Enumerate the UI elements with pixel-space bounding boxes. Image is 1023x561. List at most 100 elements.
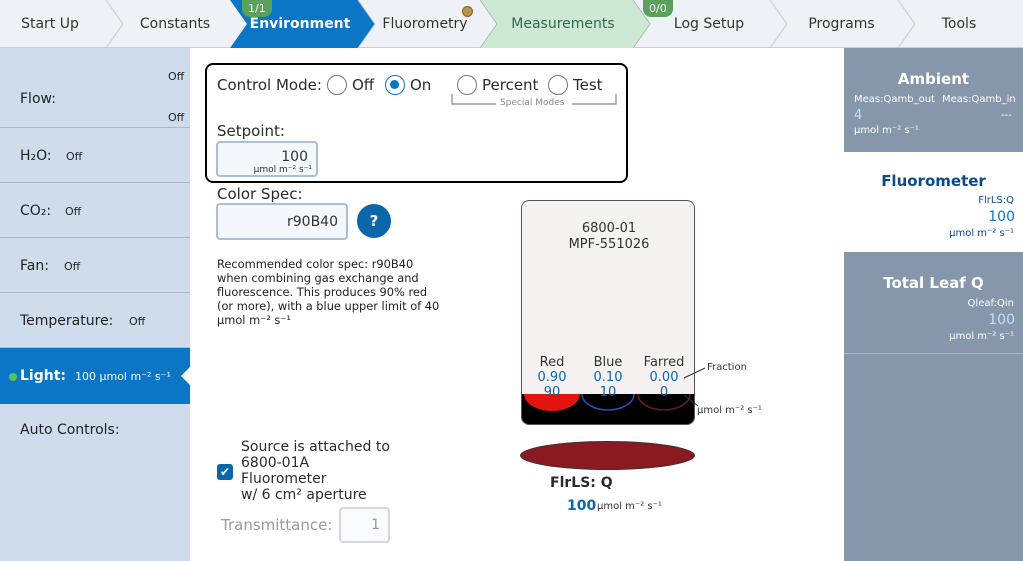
total-leaf-q-unit: µmol m⁻² s⁻¹ [949, 331, 1014, 342]
fluorometer-var: FlrLS:Q [978, 195, 1014, 206]
environment-badge: 1/1 [242, 0, 272, 17]
transmittance-field[interactable]: 1 [339, 507, 390, 543]
tab-constants[interactable]: Constants [115, 0, 235, 48]
blue-channel-name: Blue [593, 355, 623, 370]
active-indicator-dot [9, 373, 17, 381]
tab-programs[interactable]: Programs [785, 0, 898, 48]
fluorometer-value: 100 [988, 209, 1015, 225]
light-source-graphic: 6800-01 MPF-551026 Red 0.90 90 Blue 0.10… [521, 200, 695, 425]
help-icon: ? [369, 212, 379, 230]
attached-text-line2: 6800-01A [241, 455, 310, 471]
sidebar-item-fan[interactable]: Fan: Off [0, 238, 190, 293]
total-leaf-q-var: Qleaf:Qin [967, 298, 1014, 309]
setpoint-field[interactable]: 100 µmol m⁻² s⁻¹ [216, 141, 318, 177]
attached-checkbox[interactable]: ✔ [217, 464, 233, 480]
sidebar-item-label: CO₂: [20, 203, 52, 219]
radio-off-label[interactable]: Off [352, 76, 375, 94]
radio-on-label[interactable]: On [410, 76, 432, 94]
sidebar-item-temperature[interactable]: Temperature: Off [0, 293, 190, 348]
control-mode-box [205, 63, 628, 183]
emitter-lamps [524, 394, 691, 411]
fluorometry-status-dot [462, 6, 473, 17]
tab-label: Constants [139, 16, 211, 32]
tab-bar: Start Up Constants Environment 1/1 Fluor… [0, 0, 1023, 48]
sidebar-item-label: Temperature: [20, 313, 114, 329]
source-serial: MPF-551026 [568, 237, 650, 252]
flow-value-secondary: Off [168, 111, 185, 124]
fluorometer-unit: µmol m⁻² s⁻¹ [949, 228, 1014, 239]
attached-text-line3: Fluorometer [241, 471, 327, 487]
color-spec-value: r90B40 [287, 214, 338, 230]
tab-fluorometry[interactable]: Fluorometry [370, 0, 480, 48]
tab-divider [897, 0, 916, 48]
sidebar-item-label: Fan: [20, 258, 49, 274]
flow-value-primary: Off [168, 70, 185, 83]
special-modes-bracket [451, 94, 617, 105]
farred-fraction: 0.00 [649, 370, 679, 385]
tab-environment[interactable]: Environment [240, 0, 360, 48]
special-modes-label: Special Modes [500, 98, 565, 108]
fluorometer-title: Fluorometer [881, 172, 986, 190]
color-spec-field[interactable]: r90B40 [216, 203, 348, 240]
radio-test-label[interactable]: Test [573, 76, 603, 94]
farred-channel-name: Farred [643, 355, 685, 370]
total-leaf-q-card[interactable]: Total Leaf Q Qleaf:Qin 100 µmol m⁻² s⁻¹ [844, 254, 1023, 354]
ambient-out-value: 4 [854, 108, 863, 123]
setpoint-unit: µmol m⁻² s⁻¹ [253, 165, 312, 175]
flrls-q-unit: µmol m⁻² s⁻¹ [597, 501, 662, 512]
ambient-in-value: --- [1001, 110, 1012, 121]
attached-text-line1: Source is attached to [241, 439, 390, 455]
tab-divider [479, 0, 498, 48]
log-setup-badge: 0/0 [643, 0, 673, 17]
fan-value: Off [64, 260, 81, 273]
co2-value: Off [65, 205, 82, 218]
temperature-value: Off [129, 315, 146, 328]
setpoint-value: 100 [281, 149, 308, 165]
total-leaf-q-title: Total Leaf Q [883, 274, 984, 292]
tab-label: Environment [249, 16, 351, 32]
farred-value: 0 [659, 385, 669, 400]
sidebar-item-light[interactable]: Light: 100 µmol m⁻² s⁻¹ [0, 348, 190, 404]
tab-label: Tools [941, 16, 977, 32]
tab-start-up[interactable]: Start Up [0, 0, 100, 48]
ambient-unit: µmol m⁻² s⁻¹ [854, 125, 919, 136]
red-channel-name: Red [539, 355, 565, 370]
blue-emitter [581, 394, 635, 411]
h2o-value: Off [66, 150, 83, 163]
radio-percent-label[interactable]: Percent [482, 76, 539, 94]
setpoint-label: Setpoint: [217, 122, 285, 140]
tab-divider [632, 0, 651, 48]
sidebar-item-h2o[interactable]: H₂O: Off [0, 128, 190, 183]
sidebar-item-co2[interactable]: CO₂: Off [0, 183, 190, 238]
red-fraction: 0.90 [537, 370, 567, 385]
radio-off[interactable] [327, 75, 347, 95]
callout-lines [683, 367, 706, 407]
selection-notch [181, 367, 190, 385]
tab-divider [769, 0, 788, 48]
light-value: 100 µmol m⁻² s⁻¹ [75, 370, 171, 383]
color-spec-label: Color Spec: [217, 185, 303, 203]
unit-callout: µmol m⁻² s⁻¹ [697, 405, 762, 416]
tab-tools[interactable]: Tools [915, 0, 1003, 48]
radio-on[interactable] [385, 75, 405, 95]
ambient-title: Ambient [897, 70, 970, 88]
radio-percent[interactable] [457, 75, 477, 95]
sidebar-item-flow[interactable]: Flow: Off Off [0, 48, 190, 128]
source-model: 6800-01 [581, 221, 637, 236]
control-mode-label: Control Mode: [217, 76, 322, 94]
tab-measurements[interactable]: Measurements [495, 0, 631, 48]
help-button[interactable]: ? [357, 204, 391, 238]
sidebar: Flow: Off Off H₂O: Off CO₂: Off Fan: Off… [0, 48, 190, 561]
tab-log-setup[interactable]: Log Setup [650, 0, 768, 48]
transmittance-label: Transmittance: [221, 516, 333, 534]
transmittance-value: 1 [371, 517, 380, 533]
tab-divider [357, 0, 376, 48]
red-value: 90 [543, 385, 561, 400]
fluorometer-card[interactable]: Fluorometer FlrLS:Q 100 µmol m⁻² s⁻¹ [844, 152, 1023, 252]
tab-label: Programs [808, 16, 875, 32]
sidebar-item-auto-controls[interactable]: Auto Controls: [0, 404, 190, 459]
ambient-card[interactable]: Ambient Meas:Qamb_out Meas:Qamb_in 4 ---… [844, 52, 1023, 150]
radio-test[interactable] [548, 75, 568, 95]
blue-fraction: 0.10 [593, 370, 623, 385]
